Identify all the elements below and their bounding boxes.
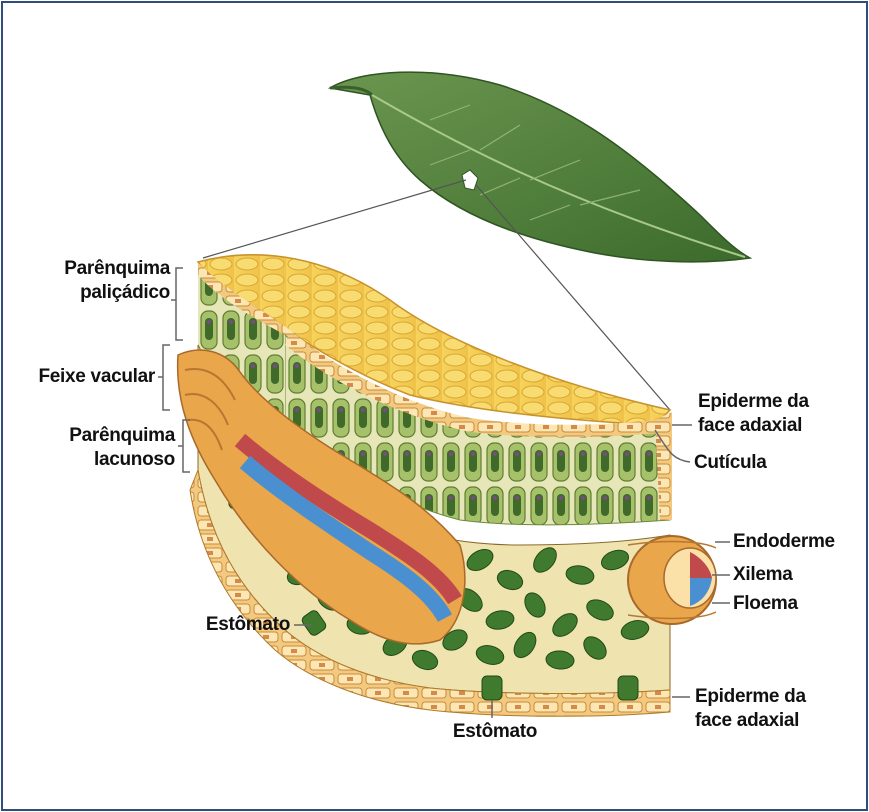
vascular-bundle-end xyxy=(628,536,716,624)
label-endoderm: Endoderme xyxy=(733,530,835,554)
leaf-cross-section-illustration xyxy=(178,255,716,717)
label-phloem: Floema xyxy=(733,592,798,616)
label-palisade-parenchyma: Parênquima paliçádico xyxy=(30,257,170,305)
label-xylem: Xilema xyxy=(733,563,792,587)
label-epidermis-bottom: Epiderme da face adaxial xyxy=(695,685,806,733)
label-epidermis-top: Epiderme da face adaxial xyxy=(698,390,809,438)
leaf-illustration xyxy=(330,72,750,262)
label-stoma-left: Estômato xyxy=(180,613,290,637)
label-vascular-bundle: Feixe vacular xyxy=(20,365,155,389)
label-stoma-bottom: Estômato xyxy=(440,720,550,744)
label-cuticle: Cutícula xyxy=(694,451,767,475)
label-spongy-parenchyma: Parênquima lacunoso xyxy=(35,424,175,472)
